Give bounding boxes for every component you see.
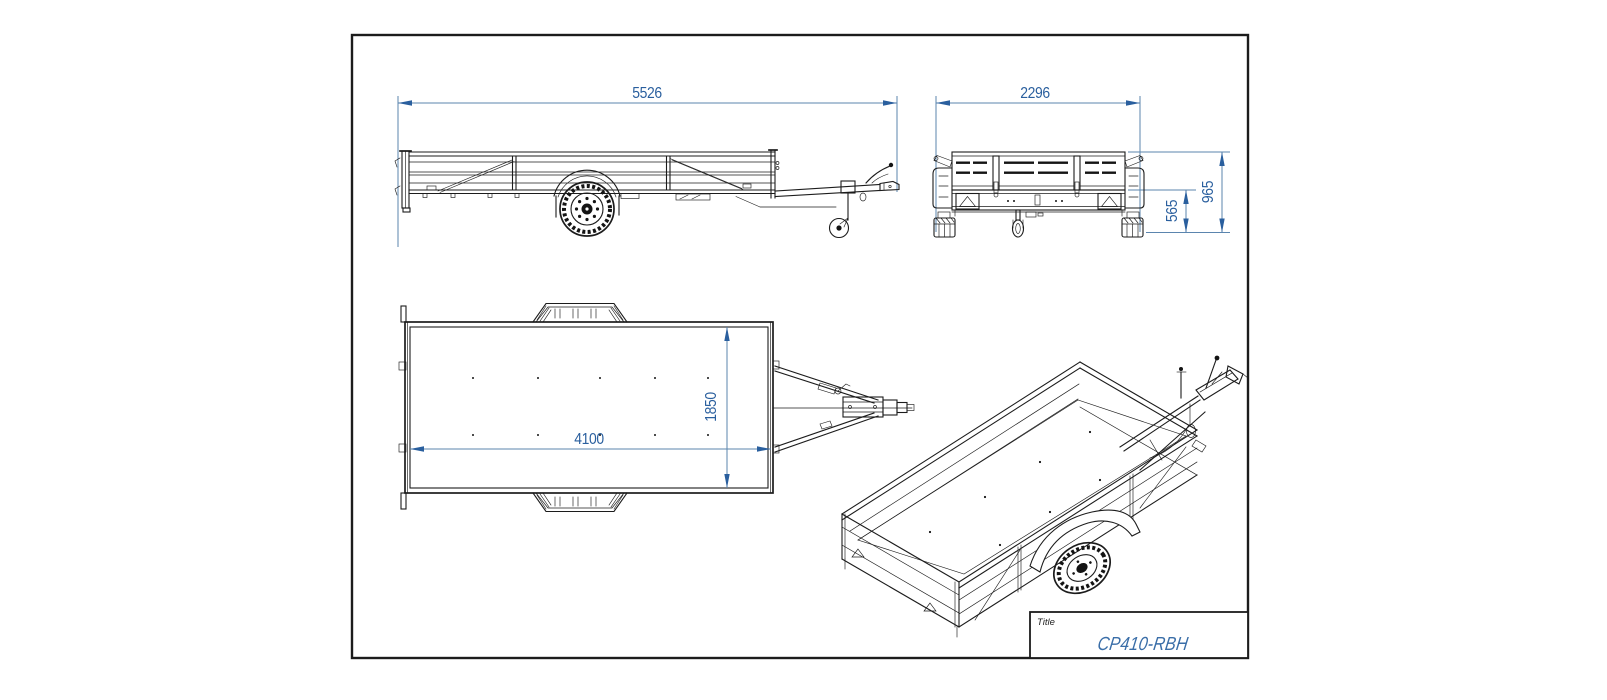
rear-view-dim-overall-width: 2296 [935,85,1141,232]
top-view-winch [817,382,851,430]
side-view-fender [553,169,621,218]
dim-label-overall-height: 965 [1200,181,1217,203]
dim-label-overall-width: 2296 [1020,85,1050,102]
rear-view-trailer [932,151,1145,238]
side-view-drawbar [735,162,900,208]
top-view-dim-bed-width: 1850 [703,327,730,488]
dim-label-bed-width: 1850 [703,392,720,422]
top-view-floor-fixing-points [472,377,709,436]
iso-handbrake-lever [1205,355,1223,389]
title-block-value: CP410-RBH [1096,633,1189,654]
side-view-jockey-wheel [828,180,856,239]
rear-view-tailgate [933,151,1144,198]
side-view-wheel [559,181,615,237]
side-view-trailer [394,149,900,239]
iso-rear-gate [841,513,960,638]
rear-view: 2296 965 565 [932,85,1230,238]
dim-label-overall-length: 5526 [632,85,662,102]
handbrake-lever [865,165,891,184]
reflector-triangle-left [958,195,977,207]
corner-hook-left [933,155,953,168]
top-view-fender-bottom [532,492,628,513]
rear-view-mudguard-left [932,167,953,209]
iso-corner-latch [1191,439,1207,453]
dim-label-bed-length: 4100 [574,431,604,448]
corner-hook-right [1124,155,1144,168]
rear-view-dim-heights: 965 565 [1128,151,1230,233]
iso-wheel [1053,541,1111,595]
rear-view-jockey-wheel [954,209,1123,238]
iso-reflector-left [851,548,865,558]
iso-bed-floor [857,399,1187,575]
dim-label-frame-height: 565 [1164,200,1181,222]
iso-reflector-right [923,602,937,612]
rear-view-wheel-right [1121,211,1144,238]
rear-view-bumper [951,189,1126,213]
rear-view-wheel-left [933,211,956,238]
side-view-rear-gate [394,150,412,213]
side-view-side-panel [408,149,780,199]
iso-drawbar [1119,355,1249,471]
top-view-drawbar [772,365,915,453]
side-view-dim-overall-length: 5526 [397,85,898,247]
iso-far-wall [841,361,1081,541]
title-block: Title CP410-RBH [1029,611,1249,659]
rear-view-vent-slots [956,161,1116,174]
side-view-chassis [422,193,711,201]
side-view: 5526 [394,85,900,247]
iso-fender [1029,509,1141,573]
top-view-fender-top [532,302,628,323]
top-view-bed [398,302,780,513]
top-view: 4100 1850 [398,302,915,513]
drawing-frame [350,33,1250,660]
top-view-dim-bed-length: 4100 [410,431,771,452]
isometric-view [841,355,1249,638]
iso-floor-fixing-points [928,430,1102,547]
reflector-triangle-right [1100,195,1119,207]
title-block-label: Title [1037,617,1055,628]
iso-jockey-wheel [1176,367,1196,438]
rear-view-mudguard-right [1124,167,1145,209]
